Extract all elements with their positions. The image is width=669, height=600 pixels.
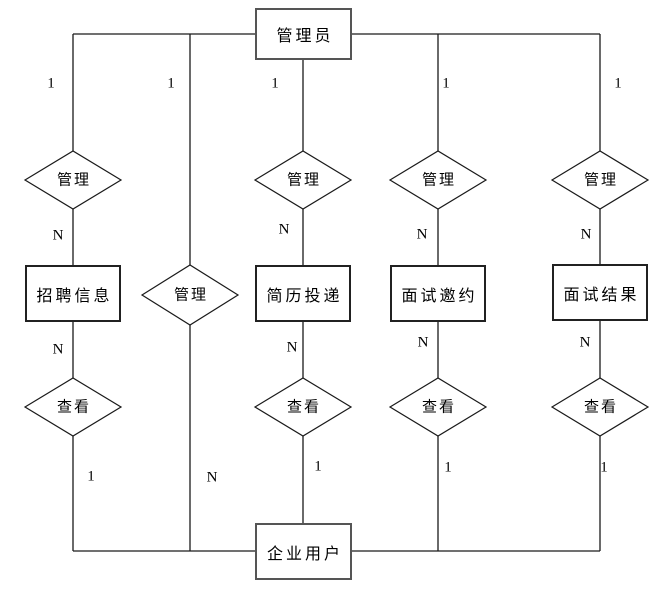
entity-recruitment-info: 招聘信息: [25, 265, 121, 322]
relationship-manage-diamond: [388, 150, 488, 210]
relationship-view-diamond: [388, 377, 488, 437]
relationship-view-label: 查看: [583, 399, 619, 416]
relationship-manage-diamond: [140, 264, 240, 326]
relationship-manage-label: 管理: [56, 172, 92, 189]
entity-resume-delivery: 简历投递: [255, 265, 351, 322]
cardinality-1-label: 1: [271, 75, 279, 92]
cardinality-1-label: 1: [442, 75, 450, 92]
cardinality-n-label: N: [417, 334, 429, 351]
entity-interview-invitation: 面试邀约: [390, 265, 486, 322]
relationship-manage-label: 管理: [173, 287, 209, 304]
entity-interview-result: 面试结果: [552, 264, 648, 321]
cardinality-1-label: 1: [444, 459, 452, 476]
cardinality-n-label: N: [278, 221, 290, 238]
relationship-manage-label: 管理: [583, 172, 619, 189]
relationship-manage-diamond: [253, 150, 353, 210]
cardinality-1-label: 1: [167, 75, 175, 92]
entity-enterprise-user: 企业用户: [255, 523, 352, 580]
relationship-view-diamond: [23, 377, 123, 437]
relationship-view-diamond: [550, 377, 650, 437]
cardinality-n-label: N: [579, 334, 591, 351]
cardinality-1-label: 1: [47, 75, 55, 92]
cardinality-1-label: 1: [600, 459, 608, 476]
relationship-view-diamond: [253, 377, 353, 437]
cardinality-n-label: N: [416, 226, 428, 243]
entity-admin: 管理员: [255, 8, 352, 60]
relationship-view-label: 查看: [286, 399, 322, 416]
relationship-manage-diamond: [23, 150, 123, 210]
cardinality-1-label: 1: [87, 468, 95, 485]
relationship-manage-label: 管理: [421, 172, 457, 189]
relationship-view-label: 查看: [56, 399, 92, 416]
cardinality-1-label: 1: [614, 75, 622, 92]
cardinality-n-label: N: [286, 339, 298, 356]
relationship-view-label: 查看: [421, 399, 457, 416]
cardinality-n-label: N: [206, 469, 218, 486]
cardinality-n-label: N: [52, 227, 64, 244]
cardinality-1-label: 1: [314, 458, 322, 475]
relationship-manage-label: 管理: [286, 172, 322, 189]
cardinality-n-label: N: [580, 226, 592, 243]
relationship-manage-diamond: [550, 150, 650, 210]
cardinality-n-label: N: [52, 341, 64, 358]
